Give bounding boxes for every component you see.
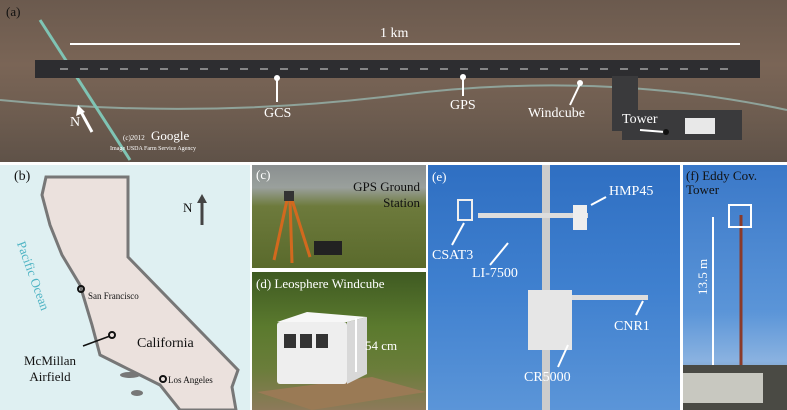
site-label-line2: Airfield bbox=[29, 369, 71, 384]
marker-windcube: Windcube bbox=[528, 106, 585, 121]
imagery-credit: Image USDA Farm Service Agency bbox=[110, 146, 196, 152]
marker-tower: Tower bbox=[622, 112, 658, 127]
tripod-drawing bbox=[272, 191, 342, 264]
windcube-drawing bbox=[257, 312, 426, 410]
california-outline bbox=[40, 165, 250, 410]
instrument-mast-drawing bbox=[451, 165, 648, 410]
instrument-csat3: CSAT3 bbox=[432, 248, 474, 263]
tower-drawing bbox=[683, 204, 787, 410]
city-los-angeles: Los Angeles bbox=[168, 375, 213, 385]
scale-label: 1 km bbox=[380, 26, 409, 41]
tower-height-label: 13.5 m bbox=[695, 258, 710, 295]
city-san-francisco: San Francisco bbox=[88, 291, 139, 301]
height-label: 54 cm bbox=[365, 338, 398, 353]
panel-b-california-map: (b) N Pacific Ocean San Francisco Califo… bbox=[0, 165, 250, 410]
marker-gps: GPS bbox=[450, 98, 476, 113]
panel-f-tower-photo: (f) Eddy Cov.Tower 13.5 m bbox=[683, 165, 787, 410]
panel-d-label: (d) Leosphere Windcube bbox=[256, 276, 385, 291]
panel-a-label: (a) bbox=[6, 4, 21, 19]
north-label: N bbox=[183, 200, 193, 215]
instrument-li7500: LI-7500 bbox=[472, 266, 518, 281]
north-arrow-icon bbox=[78, 109, 94, 133]
panel-f-label-line2: Tower bbox=[686, 182, 720, 197]
airfield-drawing bbox=[0, 19, 787, 161]
panel-f-label: (f) Eddy Cov.Tower bbox=[686, 169, 757, 197]
panel-a-aerial-map: (a) 1 km N (c)2012 Google Image USDA Far… bbox=[0, 0, 787, 162]
google-label: Google bbox=[151, 128, 190, 143]
instrument-cr5000: CR5000 bbox=[524, 370, 571, 385]
state-label: California bbox=[137, 336, 194, 351]
panel-c-title-line2: Station bbox=[383, 195, 420, 210]
copyright: (c)2012 bbox=[123, 134, 145, 142]
runway bbox=[35, 60, 760, 78]
panel-f-label-line1: (f) Eddy Cov. bbox=[686, 168, 758, 183]
panel-d-windcube-photo: (d) Leosphere Windcube 54 cm bbox=[252, 272, 426, 410]
instrument-cnr1: CNR1 bbox=[614, 319, 650, 334]
north-label: N bbox=[70, 115, 81, 130]
panel-e-label: (e) bbox=[432, 169, 447, 184]
marker-gcs: GCS bbox=[264, 106, 292, 121]
panel-c-title-line1: GPS Ground bbox=[353, 179, 420, 194]
site-label-line1: McMillan bbox=[24, 353, 76, 368]
instrument-hmp45: HMP45 bbox=[609, 184, 654, 199]
panel-e-instruments-photo: (e) HMP45 CSAT3 LI-7500 CNR1 CR5000 bbox=[428, 165, 680, 410]
panel-c-label: (c) bbox=[256, 167, 271, 182]
panel-b-label: (b) bbox=[14, 169, 31, 184]
